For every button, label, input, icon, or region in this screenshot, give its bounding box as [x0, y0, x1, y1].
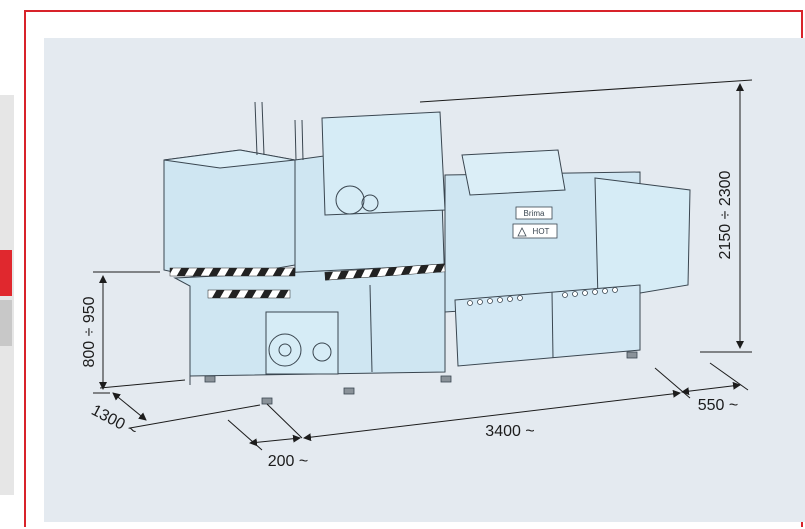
tunnel-exit: [594, 177, 691, 301]
offset-dimension-label: 200 ~: [268, 453, 308, 470]
tunnel-top-box: [461, 149, 566, 196]
brand-label: Brima: [524, 209, 545, 218]
machine-details: [189, 101, 554, 385]
extension-dimension-label: 550 ~: [698, 397, 738, 414]
brand-plate: Brima: [515, 206, 553, 220]
dimension-lines: [93, 79, 753, 451]
length-dimension-label: 3400 ~: [485, 423, 534, 440]
left-strip-active-tab[interactable]: [0, 250, 12, 296]
hazard-stripe-middle: [207, 289, 291, 299]
hazard-stripe-right: [324, 263, 446, 281]
control-panel-buttons: [467, 287, 618, 306]
hazard-stripe-left: [169, 267, 296, 277]
table-height-dimension-label: 800 ÷ 950: [81, 296, 98, 367]
warning-triangle-icon: [517, 227, 527, 237]
left-enclosure: [163, 149, 296, 281]
roller-box: [265, 311, 339, 375]
left-strip-tab[interactable]: [0, 300, 12, 346]
warning-plate: HOT: [512, 223, 558, 239]
left-navigation-strip: [0, 0, 14, 529]
control-cabinet: [454, 284, 641, 367]
warning-label: HOT: [533, 227, 550, 236]
depth-dimension-label: 1300 ~: [88, 402, 140, 440]
height-dimension-label: 2150 ÷ 2300: [717, 170, 734, 259]
top-chute: [321, 111, 446, 216]
machine-body: [163, 111, 691, 377]
